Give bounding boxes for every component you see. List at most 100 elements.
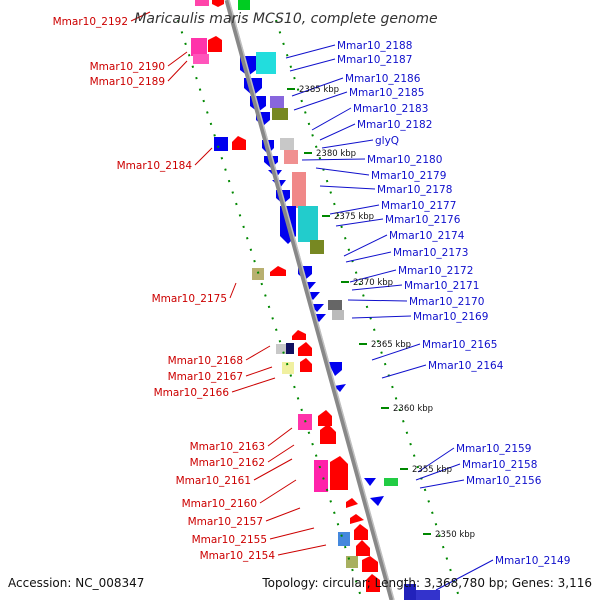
gene-label-left[interactable]: Mmar10_2154 (200, 550, 276, 562)
gene-label-right[interactable]: Mmar10_2185 (349, 87, 424, 99)
feature-arrow[interactable] (298, 342, 312, 356)
label-connector (301, 158, 366, 161)
label-connector (277, 544, 327, 556)
feature-arrow[interactable] (366, 574, 380, 592)
gene-label-right[interactable]: Mmar10_2170 (409, 296, 484, 308)
feature-block[interactable] (256, 52, 276, 74)
label-connector (245, 366, 273, 377)
feature-arrow[interactable] (292, 330, 306, 340)
feature-arrow[interactable] (354, 524, 368, 540)
feature-arrow[interactable] (334, 384, 346, 392)
feature-block[interactable] (280, 138, 294, 150)
feature-arrow[interactable] (320, 424, 336, 444)
gene-label-right[interactable]: Mmar10_2177 (381, 200, 456, 212)
gene-label-right[interactable]: Mmar10_2149 (495, 555, 570, 567)
gene-label-left[interactable]: Mmar10_2184 (117, 160, 193, 172)
gene-label-left[interactable]: Mmar10_2190 (90, 61, 165, 73)
gene-label-right[interactable]: Mmar10_2156 (466, 475, 542, 487)
label-connector (329, 204, 380, 215)
feature-block[interactable] (298, 206, 318, 242)
feature-block[interactable] (276, 344, 286, 354)
label-connector (267, 427, 293, 447)
feature-block[interactable] (384, 478, 398, 486)
feature-block[interactable] (328, 300, 342, 310)
gene-label-left[interactable]: Mmar10_2155 (192, 534, 267, 546)
gene-label-left[interactable]: Mmar10_2157 (188, 516, 263, 528)
gene-label-right[interactable]: Mmar10_2178 (377, 184, 452, 196)
feature-block[interactable] (238, 0, 250, 10)
feature-block[interactable] (314, 460, 328, 492)
feature-arrow[interactable] (328, 362, 342, 376)
gene-label-right[interactable]: Mmar10_2176 (385, 214, 461, 226)
feature-block[interactable] (282, 362, 294, 374)
gene-label-right[interactable]: Mmar10_2173 (393, 247, 468, 259)
label-connector (285, 44, 336, 59)
gene-label-right[interactable]: Mmar10_2169 (413, 311, 488, 323)
feature-block[interactable] (292, 172, 306, 208)
gene-label-left[interactable]: Mmar10_2160 (182, 498, 257, 510)
kbp-tick-label: 2355 kbp (412, 465, 452, 475)
gene-label-left[interactable]: Mmar10_2161 (176, 475, 251, 487)
feature-block[interactable] (284, 150, 298, 164)
gene-label-left[interactable]: Mmar10_2163 (190, 441, 265, 453)
gene-label-right[interactable]: Mmar10_2187 (337, 54, 412, 66)
feature-arrow[interactable] (362, 556, 378, 572)
gene-label-right[interactable]: glyQ (375, 135, 399, 147)
feature-arrow[interactable] (270, 266, 286, 276)
gene-label-right[interactable]: Mmar10_2172 (398, 265, 473, 277)
gene-label-right[interactable]: Mmar10_2165 (422, 339, 497, 351)
genome-backbone-highlight (228, 0, 395, 600)
gene-label-right[interactable]: Mmar10_2183 (353, 103, 428, 115)
feature-block[interactable] (310, 240, 324, 254)
feature-block[interactable] (195, 0, 209, 6)
feature-block[interactable] (191, 38, 207, 56)
label-connector (315, 167, 370, 176)
feature-arrow[interactable] (364, 478, 376, 486)
feature-block[interactable] (252, 268, 264, 280)
feature-block[interactable] (272, 108, 288, 120)
feature-arrow[interactable] (356, 540, 370, 556)
gene-label-right[interactable]: Mmar10_2158 (462, 459, 537, 471)
feature-arrow[interactable] (346, 498, 358, 508)
gene-label-left[interactable]: Mmar10_2175 (152, 293, 227, 305)
label-connector (349, 269, 397, 283)
feature-block[interactable] (270, 96, 284, 108)
gene-label-right[interactable]: Mmar10_2174 (389, 230, 465, 242)
gene-label-left[interactable]: Mmar10_2168 (168, 355, 243, 367)
gene-label-right[interactable]: Mmar10_2179 (371, 170, 446, 182)
feature-arrow[interactable] (318, 410, 332, 426)
feature-arrow[interactable] (208, 36, 222, 52)
feature-block[interactable] (416, 590, 440, 600)
feature-arrow[interactable] (330, 456, 348, 490)
gene-label-left[interactable]: Mmar10_2162 (190, 457, 265, 469)
gene-label-right[interactable]: Mmar10_2159 (456, 443, 531, 455)
feature-arrow[interactable] (350, 514, 364, 524)
gene-label-right[interactable]: Mmar10_2180 (367, 154, 442, 166)
gene-label-right[interactable]: Mmar10_2171 (404, 280, 479, 292)
feature-block[interactable] (193, 54, 209, 64)
feature-block[interactable] (332, 310, 344, 320)
feature-block[interactable] (404, 584, 416, 600)
label-connector (130, 11, 151, 22)
feature-block[interactable] (214, 137, 228, 151)
label-connector (319, 123, 356, 141)
feature-block[interactable] (286, 343, 294, 354)
feature-block[interactable] (346, 556, 358, 568)
label-connector (347, 299, 408, 302)
gene-label-left[interactable]: Mmar10_2166 (154, 387, 230, 399)
gene-label-right[interactable]: Mmar10_2188 (337, 40, 412, 52)
gene-label-left[interactable]: Mmar10_2167 (168, 371, 243, 383)
feature-arrow[interactable] (232, 136, 246, 150)
feature-block[interactable] (338, 532, 350, 546)
feature-arrow[interactable] (370, 496, 384, 506)
gene-label-left[interactable]: Mmar10_2189 (90, 76, 165, 88)
map-title: Maricaulis maris MCS10, complete genome (134, 11, 437, 27)
genome-backbone (224, 0, 395, 600)
label-connector (351, 284, 403, 291)
gene-label-left[interactable]: Mmar10_2192 (53, 16, 128, 28)
feature-arrow[interactable] (212, 0, 224, 7)
gene-label-right[interactable]: Mmar10_2182 (357, 119, 432, 131)
gene-label-right[interactable]: Mmar10_2186 (345, 73, 421, 85)
gene-label-right[interactable]: Mmar10_2164 (428, 360, 504, 372)
feature-arrow[interactable] (300, 358, 312, 372)
